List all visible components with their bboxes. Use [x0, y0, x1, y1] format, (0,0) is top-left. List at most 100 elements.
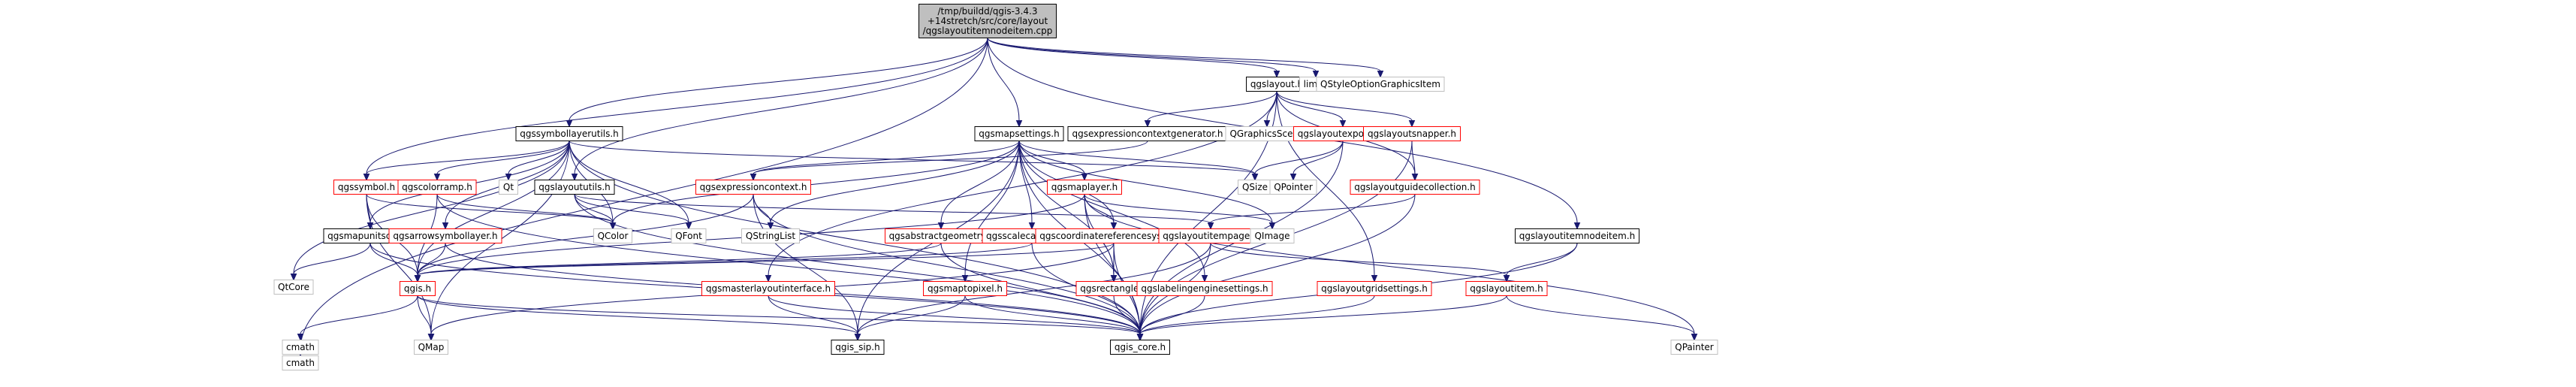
edge-qgsmaptopixel-to-qgis_core: [964, 295, 1144, 341]
node-qgsmapsettings[interactable]: qgsmapsettings.h: [974, 126, 1064, 141]
edge-qgsmaplayer-to-qgscrs: [1084, 194, 1118, 230]
edge-line: [417, 194, 754, 276]
node-qgscolorramp[interactable]: qgscolorramp.h: [397, 180, 477, 195]
edge-qgssymbollayerutils-to-qgscolorramp: [433, 141, 570, 181]
node-qgslayoutguidecollection[interactable]: qgslayoutguidecollection.h: [1350, 180, 1480, 195]
edge-line: [987, 38, 1020, 121]
node-box: [1250, 228, 1295, 243]
node-box: [282, 355, 319, 370]
node-qgslayoututils[interactable]: qgslayoututils.h: [534, 180, 615, 195]
edge-line: [857, 295, 966, 334]
node-qgsabstractgeometry[interactable]: qgsabstractgeometry.h: [885, 228, 997, 243]
edges-layer: [290, 38, 1698, 357]
edge-line: [1084, 194, 1695, 334]
edge-arrowhead: [685, 222, 692, 230]
edge-line: [1276, 91, 1413, 121]
node-qgsmasterlayoutinterface[interactable]: qgsmasterlayoutinterface.h: [701, 281, 835, 296]
node-label: qgsmaptopixel.h: [928, 283, 1003, 294]
node-qgis[interactable]: qgis.h: [400, 281, 436, 296]
node-label: qgsmaplayer.h: [1051, 182, 1118, 192]
node-box: [923, 281, 1007, 296]
node-qgslayoutitemnodeitem[interactable]: qgslayoutitemnodeitem.h: [1515, 228, 1639, 243]
edge-root-to-qstyleoption: [987, 38, 1384, 78]
node-label: /qgslayoutitemnodeitem.cpp: [923, 26, 1053, 36]
node-qgslabelingenginesettings[interactable]: qgslabelingenginesettings.h: [1136, 281, 1273, 296]
node-qgslayoutitem[interactable]: qgslayoutitem.h: [1465, 281, 1548, 296]
node-label: qgsexpressioncontext.h: [700, 182, 807, 192]
node-box: [1465, 281, 1548, 296]
edge-arrowhead: [1377, 71, 1384, 78]
edge-root-to-limits: [987, 38, 1320, 78]
node-box: [414, 340, 448, 355]
edge-line: [366, 194, 432, 334]
edge-line: [569, 38, 988, 121]
node-label: qgslayoutgridsettings.h: [1321, 283, 1428, 294]
edge-arrowhead: [1503, 275, 1510, 283]
node-qgsexprctx[interactable]: qgsexpressioncontext.h: [695, 180, 811, 195]
node-box: [701, 281, 835, 296]
edge-qgslayout-to-qgslayoutexporter: [1276, 91, 1347, 128]
edge-arrowhead: [433, 174, 441, 181]
edge-line: [987, 38, 1381, 71]
edge-line: [1276, 91, 1344, 121]
edge-arrowhead: [1081, 174, 1088, 181]
node-label: cmath: [286, 342, 315, 352]
node-label: qgssymbollayerutils.h: [520, 128, 619, 139]
node-qgslayout[interactable]: qgslayout.h: [1246, 77, 1308, 92]
node-box: [741, 228, 800, 243]
edge-line: [768, 91, 1277, 276]
node-qgsmaplayer[interactable]: qgsmaplayer.h: [1047, 180, 1122, 195]
node-qsize: QSize: [1238, 180, 1272, 195]
node-box: [534, 180, 615, 195]
node-qgsexprctxgen[interactable]: qgsexpressioncontextgenerator.h: [1067, 126, 1228, 141]
node-qgsrectangle[interactable]: qgsrectangle.h: [1075, 281, 1152, 296]
edge-line: [366, 194, 614, 223]
node-qgis_core[interactable]: qgis_core.h: [1110, 340, 1170, 355]
node-qt: Qt: [499, 180, 518, 195]
edge-line: [1293, 141, 1344, 174]
edge-arrowhead: [1110, 275, 1118, 283]
node-qgssymbollayerutils[interactable]: qgssymbollayerutils.h: [515, 126, 623, 141]
node-box: [1317, 281, 1432, 296]
edge-qgslayoutguidecollection-to-qgis_core: [1136, 194, 1416, 341]
node-box: [671, 228, 707, 243]
node-qgis_sip[interactable]: qgis_sip.h: [831, 340, 885, 355]
node-label: qgsmasterlayoutinterface.h: [706, 283, 831, 294]
node-qgscrs[interactable]: qgscoordinatereferencesystem.h: [1035, 228, 1193, 243]
edge-qgslayout-to-qgsmasterlayoutinterface: [765, 91, 1277, 283]
node-label: qgssymbol.h: [338, 182, 395, 192]
edge-qgssymbollayerutils-to-qt: [505, 141, 570, 181]
node-qgssymbol[interactable]: qgssymbol.h: [333, 180, 400, 195]
edge-qgis-to-qgis_core: [417, 295, 1144, 341]
node-label: qgslayoutitemnodeitem.h: [1519, 231, 1636, 241]
node-label: qgsabstractgeometry.h: [889, 231, 994, 241]
edge-qgsmapsettings-to-qgslabelingenginesettings: [1018, 141, 1208, 283]
node-label: +14stretch/src/core/layout: [928, 16, 1048, 26]
node-qgslayoutgridsettings[interactable]: qgslayoutgridsettings.h: [1317, 281, 1432, 296]
node-qgslayoutsnapper[interactable]: qgslayoutsnapper.h: [1363, 126, 1461, 141]
node-label: qgslayoutitem.h: [1470, 283, 1543, 294]
edge-arrowhead: [854, 334, 861, 341]
node-qgsmaptopixel[interactable]: qgsmaptopixel.h: [923, 281, 1007, 296]
edge-arrowhead: [1408, 120, 1416, 128]
edge-line: [436, 141, 570, 174]
edge-arrowhead: [961, 275, 969, 283]
edge-line: [574, 194, 614, 223]
edge-line: [436, 194, 1141, 334]
edge-line: [417, 295, 432, 334]
node-qgsarrowsymbollayer[interactable]: qgsarrowsymbollayer.h: [388, 228, 502, 243]
node-label: qgslabelingenginesettings.h: [1141, 283, 1268, 294]
edge-qgslayoututils-to-qfont: [574, 194, 692, 230]
node-root[interactable]: /tmp/buildd/qgis-3.4.3+14stretch/src/cor…: [918, 4, 1057, 38]
edge-qgslayoutitem-to-qgis_core: [1136, 295, 1507, 341]
edge-qgslabelingenginesettings-to-qgis_core: [1136, 295, 1205, 341]
node-label: qgscolorramp.h: [402, 182, 472, 192]
node-label: qgis_sip.h: [835, 342, 879, 352]
edge-line: [574, 194, 689, 223]
nodes-layer: /tmp/buildd/qgis-3.4.3+14stretch/src/cor…: [273, 4, 1718, 370]
node-box: [515, 126, 623, 141]
edge-arrowhead: [566, 120, 573, 128]
node-qgslayoutitempage[interactable]: qgslayoutitempage.h: [1158, 228, 1263, 243]
edge-line: [1210, 243, 1507, 276]
